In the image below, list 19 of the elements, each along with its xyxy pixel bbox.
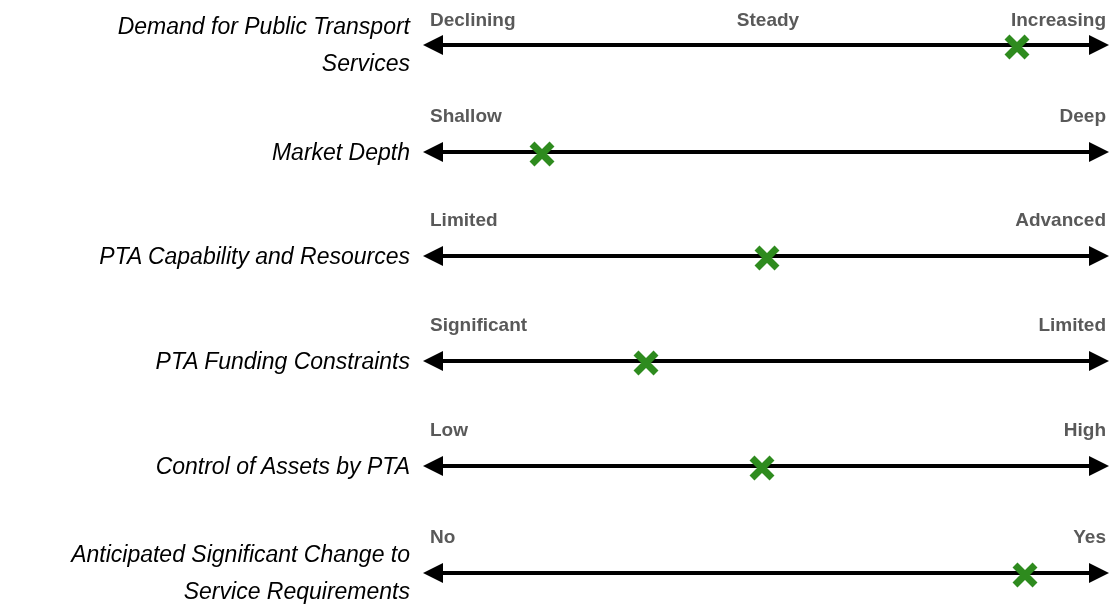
scale-label: Low <box>430 419 468 441</box>
scale-label: Yes <box>1073 526 1106 548</box>
row-label: Demand for Public Transport Services <box>116 12 410 78</box>
scale-label: Deep <box>1059 105 1106 127</box>
row-label: PTA Funding Constraints <box>154 346 410 376</box>
scale-label: Increasing <box>1010 9 1106 31</box>
scale-label: Advanced <box>1015 209 1106 231</box>
scale-label: High <box>1063 419 1106 441</box>
scale-label: Steady <box>736 9 800 31</box>
scale-label: Declining <box>430 9 516 31</box>
row-label: PTA Capability and Resources <box>98 241 410 271</box>
scale-label: Limited <box>430 209 498 231</box>
row-label: Anticipated Significant Change to Service Requirements <box>69 540 410 606</box>
scale-label: Shallow <box>430 105 502 127</box>
scale-label: No <box>430 526 456 548</box>
scale-label: Significant <box>430 314 528 336</box>
row-label: Control of Assets by PTA <box>154 451 410 481</box>
scale-label: Limited <box>1038 314 1106 336</box>
row-label: Market Depth <box>270 137 410 167</box>
